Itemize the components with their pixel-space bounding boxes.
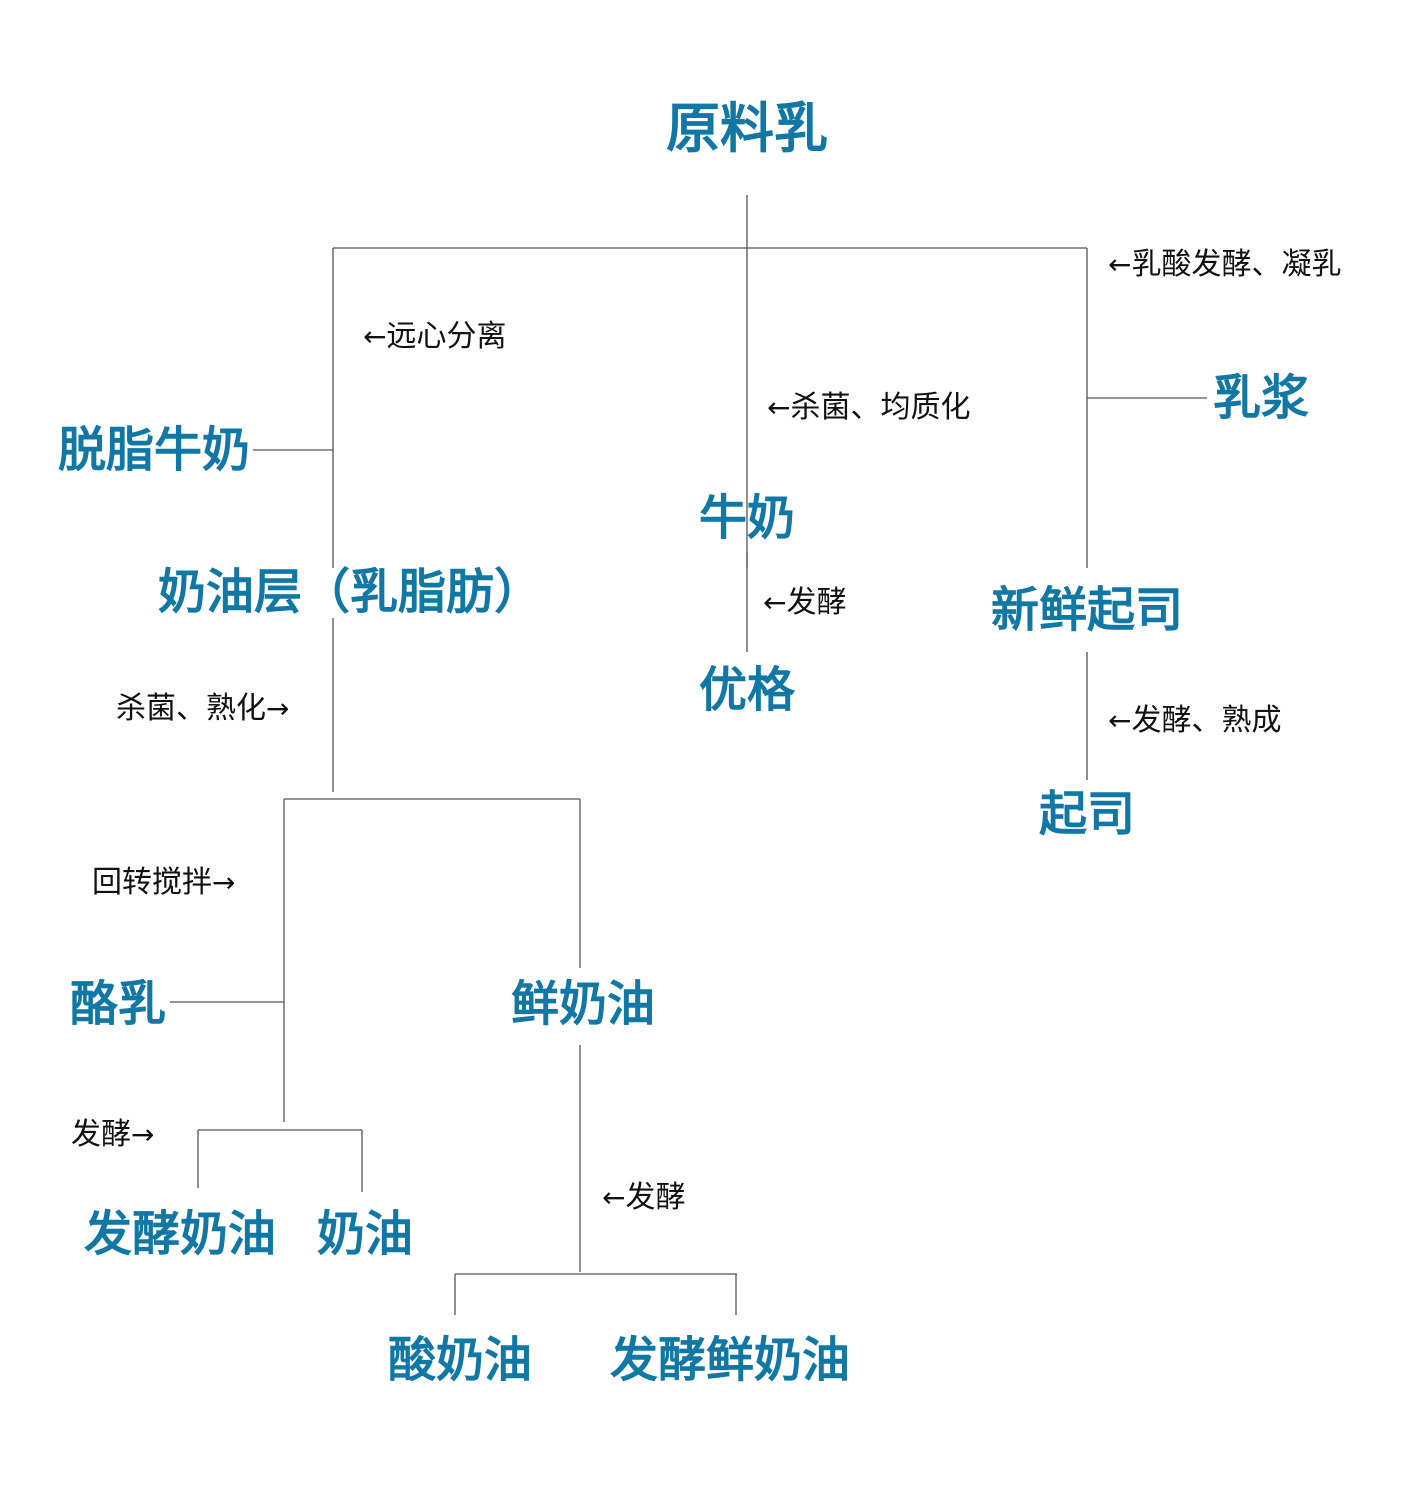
right-arrow-icon: → [212, 866, 236, 899]
step-lactic-fermentation-curdling: ←乳酸发酵、凝乳 [1108, 250, 1341, 280]
step-ferment-cream: ←发酵 [602, 1183, 685, 1213]
node-fresh-cream: 鲜奶油 [510, 976, 656, 1032]
right-arrow-icon: → [131, 1118, 155, 1151]
left-arrow-icon: ← [767, 391, 791, 424]
node-milk: 牛奶 [698, 490, 796, 546]
node-cheese: 起司 [1038, 786, 1136, 842]
node-yogurt: 优格 [698, 662, 796, 718]
step-label: 发酵 [625, 1180, 686, 1215]
step-label: 乳酸发酵、凝乳 [1131, 247, 1342, 282]
node-raw-milk: 原料乳 [666, 97, 828, 160]
step-sterilize-homogenize: ←杀菌、均质化 [767, 393, 970, 423]
left-arrow-icon: ← [363, 320, 387, 353]
left-arrow-icon: ← [1108, 248, 1132, 281]
step-ferment-butter: 发酵→ [71, 1120, 154, 1150]
step-label: 回转搅拌 [92, 865, 212, 900]
node-cream-layer: 奶油层（乳脂肪） [158, 564, 543, 620]
step-label: 杀菌、均质化 [790, 390, 971, 425]
left-arrow-icon: ← [1108, 704, 1132, 737]
node-sour-cream: 酸奶油 [388, 1332, 533, 1388]
node-butter: 奶油 [317, 1206, 414, 1262]
step-sterilize-age: 杀菌、熟化→ [116, 694, 289, 724]
node-cultured-fresh-cream: 发酵鲜奶油 [610, 1332, 851, 1388]
step-label: 发酵、熟成 [1131, 703, 1282, 738]
node-buttermilk: 酪乳 [70, 976, 167, 1032]
node-cultured-butter: 发酵奶油 [84, 1206, 277, 1262]
step-ferment-ripen: ←发酵、熟成 [1108, 706, 1281, 736]
step-label: 发酵 [71, 1117, 131, 1152]
node-skim-milk: 脱脂牛奶 [58, 422, 251, 478]
left-arrow-icon: ← [602, 1181, 626, 1214]
node-whey: 乳浆 [1213, 370, 1310, 426]
right-arrow-icon: → [266, 692, 290, 725]
step-ferment-yogurt: ←发酵 [763, 588, 846, 618]
step-label: 杀菌、熟化 [116, 691, 266, 726]
step-label: 远心分离 [386, 319, 507, 354]
left-arrow-icon: ← [763, 586, 787, 619]
node-fresh-cheese: 新鲜起司 [990, 582, 1184, 638]
step-centrifugal-separation: ←远心分离 [363, 322, 506, 352]
step-label: 发酵 [786, 585, 847, 620]
step-churning: 回转搅拌→ [92, 868, 235, 898]
